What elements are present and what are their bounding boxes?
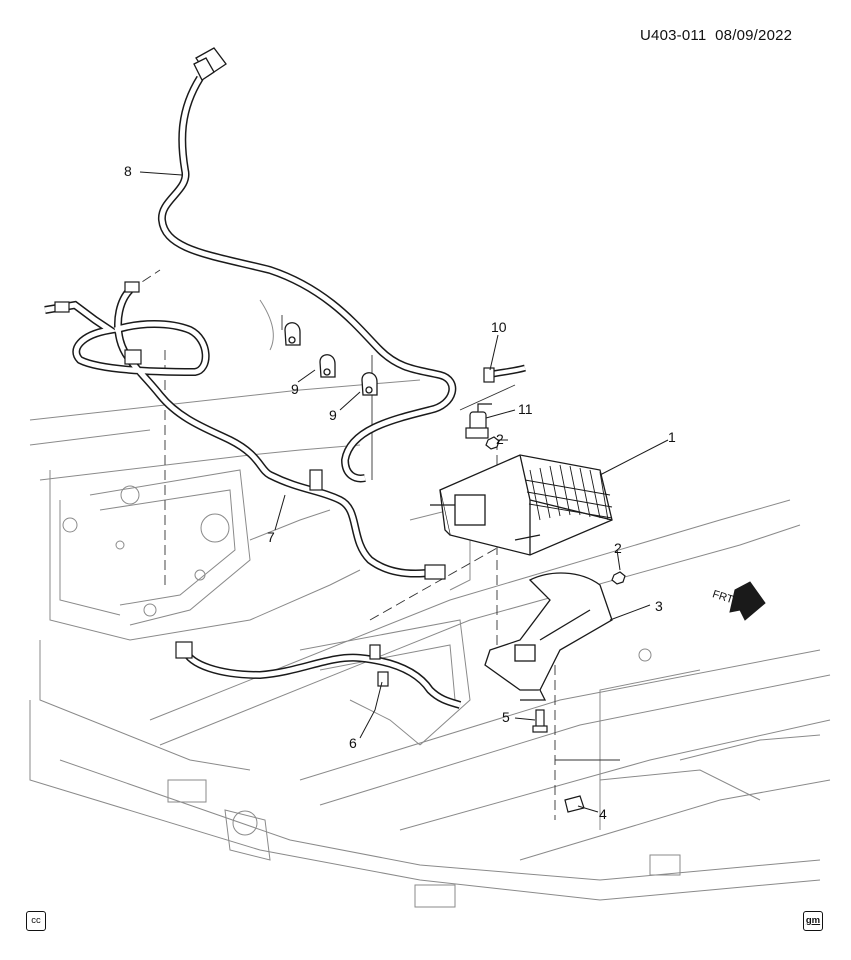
diagram-code: U403-011 <box>640 27 707 44</box>
cc-badge-icon: cc <box>26 911 46 931</box>
callout-6: 6 <box>349 735 357 751</box>
harness-8 <box>158 75 457 483</box>
nut-2-lower <box>611 571 626 585</box>
callout-9-a: 9 <box>291 381 299 397</box>
callout-10: 10 <box>491 319 507 335</box>
clip-4 <box>564 795 585 813</box>
harness-6-connectors <box>175 641 389 687</box>
diagram-header: U403-011 08/09/2022 <box>640 27 792 44</box>
gm-logo-icon: gm <box>803 911 823 931</box>
callout-labels: 1 2 2 3 4 5 6 7 8 9 9 10 11 <box>124 163 676 822</box>
callout-2-lower: 2 <box>614 540 622 556</box>
harness-6 <box>181 648 462 709</box>
diagram-date: 08/09/2022 <box>715 27 793 44</box>
callout-2-upper: 2 <box>496 431 504 447</box>
callout-leaders <box>139 171 669 813</box>
callout-9-b: 9 <box>329 407 337 423</box>
harness-8-connector <box>193 47 227 81</box>
callout-1: 1 <box>668 429 676 445</box>
nut-2-upper <box>485 436 500 450</box>
purge-valve-11 <box>465 403 492 439</box>
callout-7: 7 <box>267 529 275 545</box>
evap-canister-1 <box>430 454 613 556</box>
frame-details <box>62 485 681 908</box>
clip-9-a <box>284 322 301 346</box>
clip-9-c <box>361 372 378 396</box>
front-direction-arrow-icon <box>729 581 766 621</box>
canister-ribs <box>524 464 613 521</box>
clip-9-b <box>319 354 336 378</box>
callout-11: 11 <box>518 401 533 417</box>
hose-10 <box>483 364 526 383</box>
harness-7-connectors <box>54 281 446 580</box>
bolt-5 <box>532 709 548 733</box>
bracket-3 <box>484 572 613 701</box>
callout-5: 5 <box>502 709 510 725</box>
callout-3: 3 <box>655 598 663 614</box>
callout-4: 4 <box>599 806 607 822</box>
vehicle-frame <box>29 299 831 901</box>
callout-8: 8 <box>124 163 132 179</box>
front-direction-label: FRT <box>711 588 735 606</box>
harness-7 <box>44 287 436 578</box>
